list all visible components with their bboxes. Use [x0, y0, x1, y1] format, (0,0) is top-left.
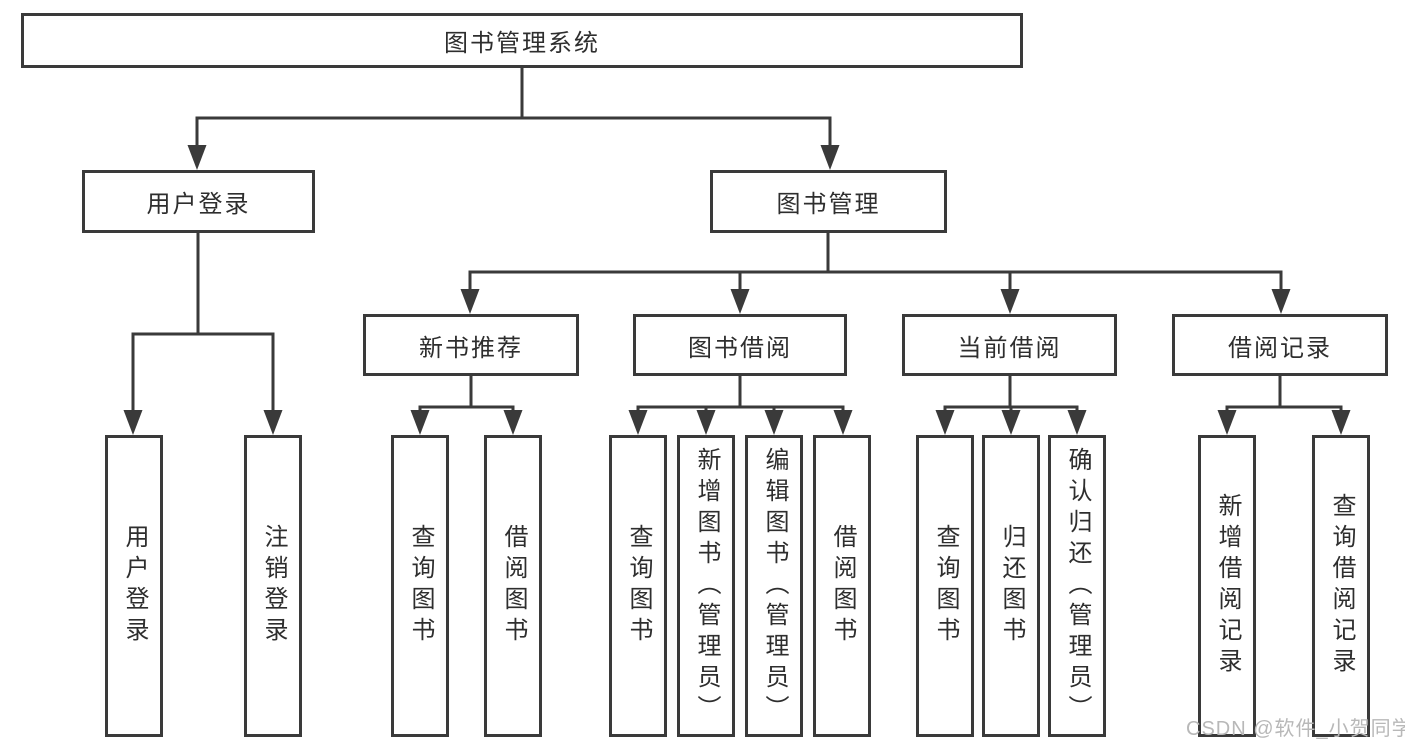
node-book-borrowing: 图书借阅 — [633, 314, 847, 376]
leaf-return-books-label: 归还图书 — [998, 524, 1025, 648]
node-root-label: 图书管理系统 — [444, 30, 600, 57]
leaf-query-borrow-record-label: 查询借阅记录 — [1328, 493, 1355, 679]
arrowhead — [123, 410, 143, 435]
arrowhead — [730, 289, 750, 314]
connector-book-borrowing-branch — [636, 376, 845, 413]
arrowhead — [1000, 289, 1020, 314]
connector-user-login-branch — [131, 233, 275, 413]
leaf-query-books-borrowing: 查询图书 — [609, 435, 667, 737]
arrowhead — [764, 410, 784, 435]
connector-current-borrowing-branch — [943, 376, 1079, 413]
connector-lines — [131, 68, 1343, 413]
node-current-borrowing-label: 当前借阅 — [957, 334, 1062, 362]
leaf-borrow-books-borrowing-label: 借阅图书 — [829, 524, 856, 648]
arrowhead — [1067, 410, 1087, 435]
leaf-query-books-borrowing-label: 查询图书 — [625, 524, 652, 648]
leaf-confirm-return-admin-label: 确认归还（管理员） — [1064, 446, 1091, 726]
node-book-management-label: 图书管理 — [776, 191, 881, 218]
leaf-confirm-return-admin: 确认归还（管理员） — [1048, 435, 1106, 737]
leaf-logout-label: 注销登录 — [260, 524, 287, 648]
leaf-borrow-books-recommend: 借阅图书 — [484, 435, 542, 737]
node-user-login-label: 用户登录 — [146, 191, 251, 218]
csdn-watermark: CSDN @软件_小贺同学 — [1186, 718, 1405, 740]
leaf-logout: 注销登录 — [244, 435, 302, 737]
arrowhead — [820, 145, 840, 170]
connector-new-book-branch — [418, 376, 515, 413]
connector-borrow-records-branch — [1225, 376, 1343, 413]
leaf-user-login: 用户登录 — [105, 435, 163, 737]
arrowhead — [833, 410, 853, 435]
node-current-borrowing: 当前借阅 — [902, 314, 1117, 376]
leaf-borrow-books-recommend-label: 借阅图书 — [500, 524, 527, 648]
node-new-book-recommend-label: 新书推荐 — [419, 334, 523, 362]
node-borrow-records-label: 借阅记录 — [1228, 334, 1332, 362]
arrowhead — [460, 289, 480, 314]
leaf-add-book-admin-label: 新增图书（管理员） — [693, 446, 720, 726]
connector-book-management-branch — [468, 233, 1283, 292]
leaf-edit-book-admin-label: 编辑图书（管理员） — [761, 446, 788, 726]
arrowheads — [123, 145, 1351, 435]
arrowhead — [410, 410, 430, 435]
arrowhead — [696, 410, 716, 435]
node-book-borrowing-label: 图书借阅 — [688, 334, 792, 362]
leaf-add-borrow-record: 新增借阅记录 — [1198, 435, 1256, 737]
arrowhead — [1331, 410, 1351, 435]
arrowhead — [628, 410, 648, 435]
leaf-query-books-current-label: 查询图书 — [932, 524, 959, 648]
leaf-query-books-recommend: 查询图书 — [391, 435, 449, 737]
arrowhead — [1217, 410, 1237, 435]
leaf-add-borrow-record-label: 新增借阅记录 — [1214, 493, 1241, 679]
arrowhead — [503, 410, 523, 435]
leaf-query-books-current: 查询图书 — [916, 435, 974, 737]
node-user-login: 用户登录 — [82, 170, 315, 233]
node-book-management: 图书管理 — [710, 170, 947, 233]
leaf-return-books: 归还图书 — [982, 435, 1040, 737]
arrowhead — [263, 410, 283, 435]
leaf-query-borrow-record: 查询借阅记录 — [1312, 435, 1370, 737]
node-new-book-recommend: 新书推荐 — [363, 314, 579, 376]
connector-root-to-level2 — [195, 68, 832, 148]
arrowhead — [1271, 289, 1291, 314]
leaf-user-login-label: 用户登录 — [121, 524, 148, 648]
leaf-query-books-recommend-label: 查询图书 — [407, 524, 434, 648]
leaf-edit-book-admin: 编辑图书（管理员） — [745, 435, 803, 737]
node-borrow-records: 借阅记录 — [1172, 314, 1388, 376]
arrowhead — [1001, 410, 1021, 435]
leaf-borrow-books-borrowing: 借阅图书 — [813, 435, 871, 737]
node-root: 图书管理系统 — [21, 13, 1023, 68]
arrowhead — [935, 410, 955, 435]
leaf-add-book-admin: 新增图书（管理员） — [677, 435, 735, 737]
arrowhead — [187, 145, 207, 170]
